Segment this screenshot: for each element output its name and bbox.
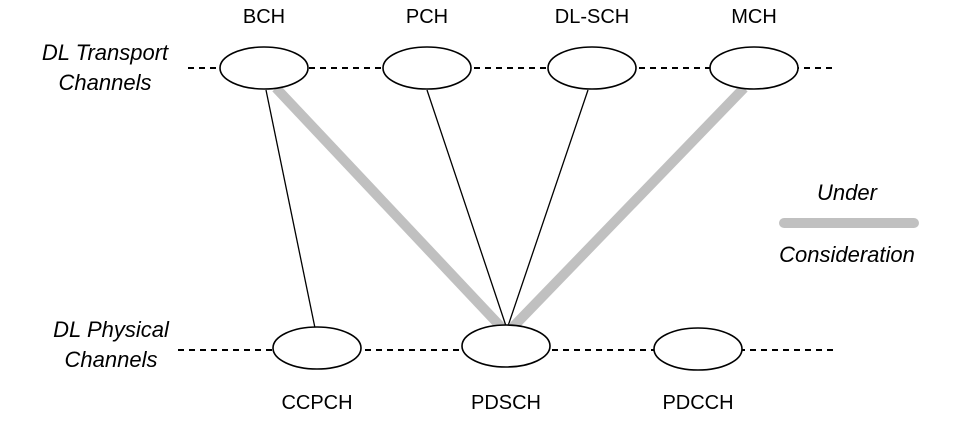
transport-node-mch: MCH [709, 6, 799, 90]
legend-label-line2: Consideration [779, 242, 915, 267]
physical-ellipse-pdcch [653, 327, 743, 371]
transport-ellipse-dl-sch [547, 46, 637, 90]
mapping-pch-to-pdsch [426, 89, 507, 327]
physical-label-pdsch: PDSCH [471, 392, 541, 414]
transport-node-dl-sch: DL-SCH [547, 6, 637, 90]
transport-ellipse-bch [219, 46, 309, 90]
transport-label-pch: PCH [406, 6, 448, 28]
transport-label-dl-sch: DL-SCH [555, 6, 629, 28]
physical-row-label-line1: DL Physical [53, 317, 170, 342]
mapping-mch-to-pdsch [508, 84, 748, 332]
transport-node-bch: BCH [219, 6, 309, 90]
physical-node-pdcch: PDCCH [653, 327, 743, 414]
legend-label-line1: Under [817, 180, 879, 205]
transport-node-pch: PCH [382, 6, 472, 90]
mapping-bch-to-pdsch [272, 84, 506, 332]
mapping-bch-to-ccpch [265, 89, 316, 329]
physical-node-ccpch: CCPCH [272, 326, 362, 414]
mapping-lines [265, 84, 748, 332]
physical-ellipse-ccpch [272, 326, 362, 370]
physical-label-ccpch: CCPCH [281, 392, 352, 414]
transport-ellipse-pch [382, 46, 472, 90]
physical-ellipse-pdsch [461, 324, 551, 368]
legend: Under Consideration [779, 180, 919, 267]
mapping-dl-sch-to-pdsch [507, 89, 589, 327]
physical-node-pdsch: PDSCH [461, 324, 551, 414]
transport-ellipse-mch [709, 46, 799, 90]
physical-nodes: CCPCH PDSCH PDCCH [272, 324, 743, 414]
transport-nodes: BCH PCH DL-SCH MCH [219, 6, 799, 90]
transport-row-label-line1: DL Transport [42, 40, 169, 65]
physical-row-label-line2: Channels [65, 347, 158, 372]
physical-label-pdcch: PDCCH [662, 392, 733, 414]
transport-row-label-line2: Channels [59, 70, 152, 95]
transport-label-bch: BCH [243, 6, 285, 28]
transport-label-mch: MCH [731, 6, 777, 28]
